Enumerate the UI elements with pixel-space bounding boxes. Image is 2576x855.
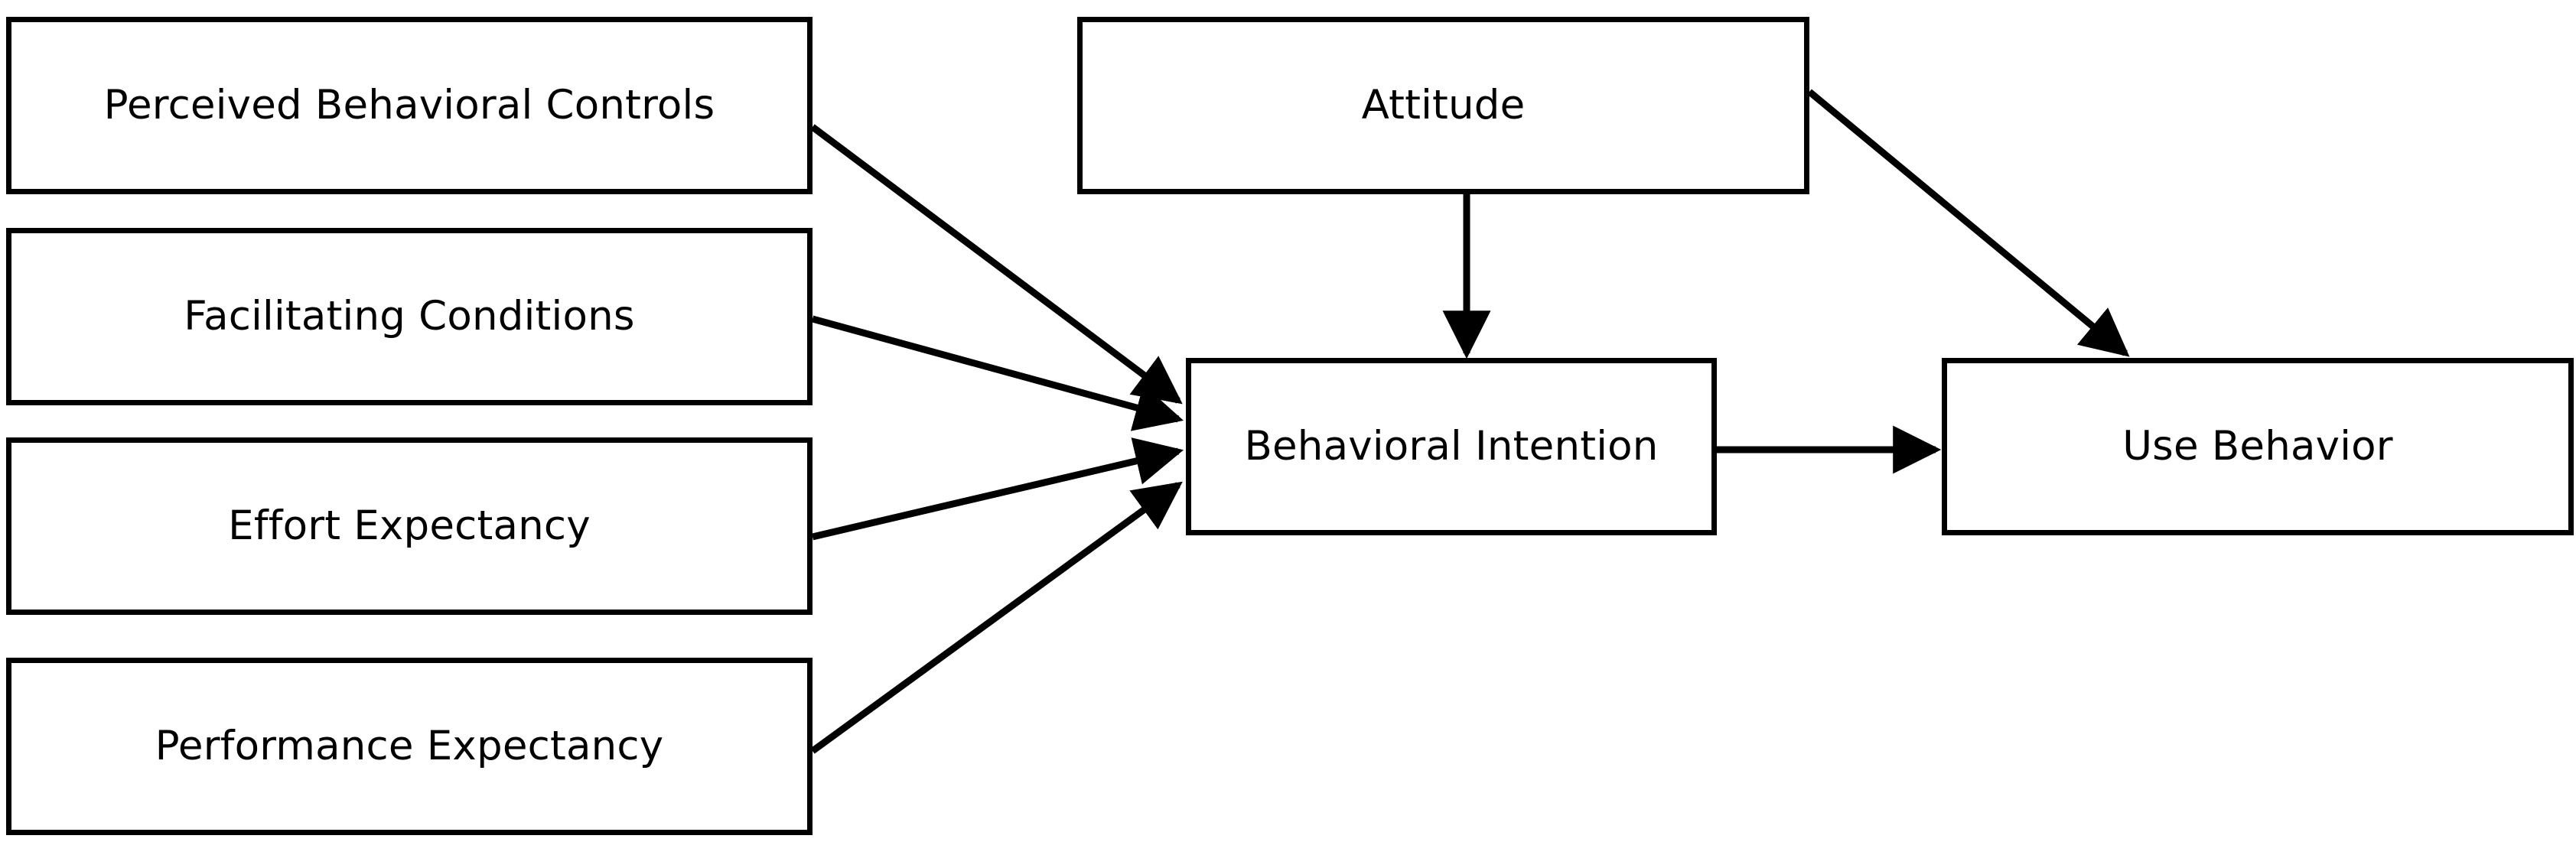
node-label: Attitude bbox=[1361, 81, 1526, 128]
connector-pe-to-bi bbox=[810, 481, 1183, 754]
node-performance-expectancy[interactable]: Performance Expectancy bbox=[6, 658, 813, 835]
connector-ee-to-bi bbox=[811, 437, 1184, 541]
node-facilitating-conditions[interactable]: Facilitating Conditions bbox=[6, 228, 813, 405]
node-label: Facilitating Conditions bbox=[184, 292, 635, 340]
node-label: Performance Expectancy bbox=[155, 722, 664, 769]
connector-pbc-to-bi bbox=[810, 124, 1183, 405]
node-perceived-behavioral-controls[interactable]: Perceived Behavioral Controls bbox=[6, 17, 813, 194]
connector-attitude-to-ub bbox=[1807, 89, 2130, 357]
node-effort-expectancy[interactable]: Effort Expectancy bbox=[6, 437, 813, 615]
node-attitude[interactable]: Attitude bbox=[1077, 17, 1809, 194]
connector-fc-to-bi bbox=[811, 315, 1184, 431]
node-label: Perceived Behavioral Controls bbox=[103, 81, 715, 128]
node-use-behavior[interactable]: Use Behavior bbox=[1942, 358, 2574, 535]
node-label: Behavioral Intention bbox=[1244, 422, 1659, 470]
node-label: Use Behavior bbox=[2122, 422, 2393, 470]
node-behavioral-intention[interactable]: Behavioral Intention bbox=[1186, 358, 1717, 535]
node-label: Effort Expectancy bbox=[228, 502, 591, 549]
